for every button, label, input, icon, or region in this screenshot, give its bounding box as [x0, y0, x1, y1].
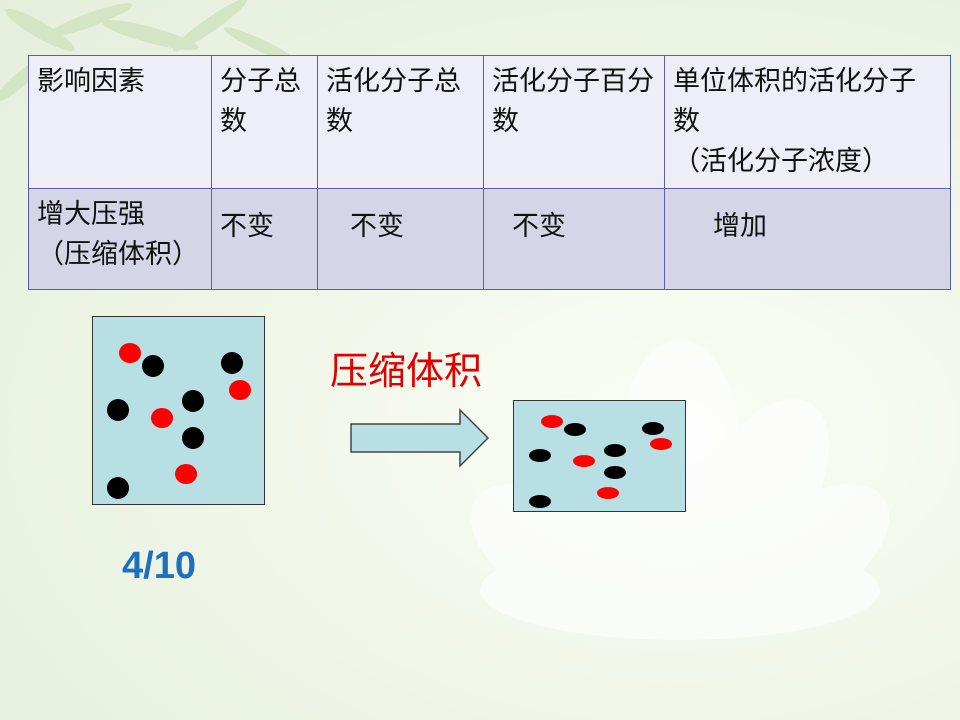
- ordinary-molecule-dot: [182, 390, 204, 412]
- row-activated-concentration: 增加: [664, 188, 951, 290]
- header-activated-concentration-note: （活化分子浓度）: [673, 146, 889, 177]
- table-row: 增大压强 （压缩体积） 不变 不变 不变 增加: [28, 188, 951, 290]
- after-compression-box: [513, 400, 686, 512]
- row-activated-percent: 不变: [483, 188, 665, 290]
- header-total-molecules: 分子总数: [211, 55, 318, 189]
- ordinary-molecule-dot: [107, 477, 129, 499]
- ordinary-molecule-dot: [182, 427, 204, 449]
- header-activated-total: 活化分子总数: [317, 55, 484, 189]
- ordinary-molecule-dot: [221, 352, 243, 374]
- ordinary-molecule-dot: [642, 422, 664, 435]
- ordinary-molecule-dot: [529, 449, 551, 462]
- activated-molecule-dot: [151, 408, 173, 428]
- header-activated-concentration: 单位体积的活化分子数 （活化分子浓度）: [664, 55, 951, 189]
- header-activated-percent: 活化分子百分数: [483, 55, 665, 189]
- activated-molecule-dot: [175, 464, 197, 484]
- ordinary-molecule-dot: [529, 495, 551, 508]
- before-compression-box: [92, 316, 265, 505]
- ordinary-molecule-dot: [564, 423, 586, 436]
- header-activated-concentration-main: 单位体积的活化分子数: [673, 66, 916, 137]
- activated-molecule-dot: [541, 415, 563, 428]
- row-activated-total: 不变: [317, 188, 484, 290]
- arrow-right-icon: [350, 408, 490, 468]
- row-factor-cell: 增大压强 （压缩体积）: [28, 188, 212, 290]
- ordinary-molecule-dot: [142, 355, 164, 377]
- header-factor: 影响因素: [28, 55, 212, 189]
- row-factor: 增大压强: [37, 199, 145, 230]
- row-total-molecules: 不变: [211, 188, 318, 290]
- activated-ratio-text: 4/10: [122, 545, 196, 587]
- row-factor-note: （压缩体积）: [37, 239, 199, 270]
- activated-molecule-dot: [119, 343, 141, 363]
- activated-molecule-dot: [650, 438, 672, 450]
- factor-table: 影响因素 分子总数 活化分子总数 活化分子百分数 单位体积的活化分子数 （活化分…: [28, 55, 951, 290]
- activated-molecule-dot: [597, 487, 619, 499]
- ordinary-molecule-dot: [604, 444, 626, 457]
- compress-volume-label: 压缩体积: [330, 349, 483, 393]
- activated-molecule-dot: [573, 455, 595, 467]
- ordinary-molecule-dot: [604, 466, 626, 479]
- ordinary-molecule-dot: [107, 399, 129, 421]
- table-header-row: 影响因素 分子总数 活化分子总数 活化分子百分数 单位体积的活化分子数 （活化分…: [28, 55, 951, 189]
- activated-molecule-dot: [229, 380, 251, 400]
